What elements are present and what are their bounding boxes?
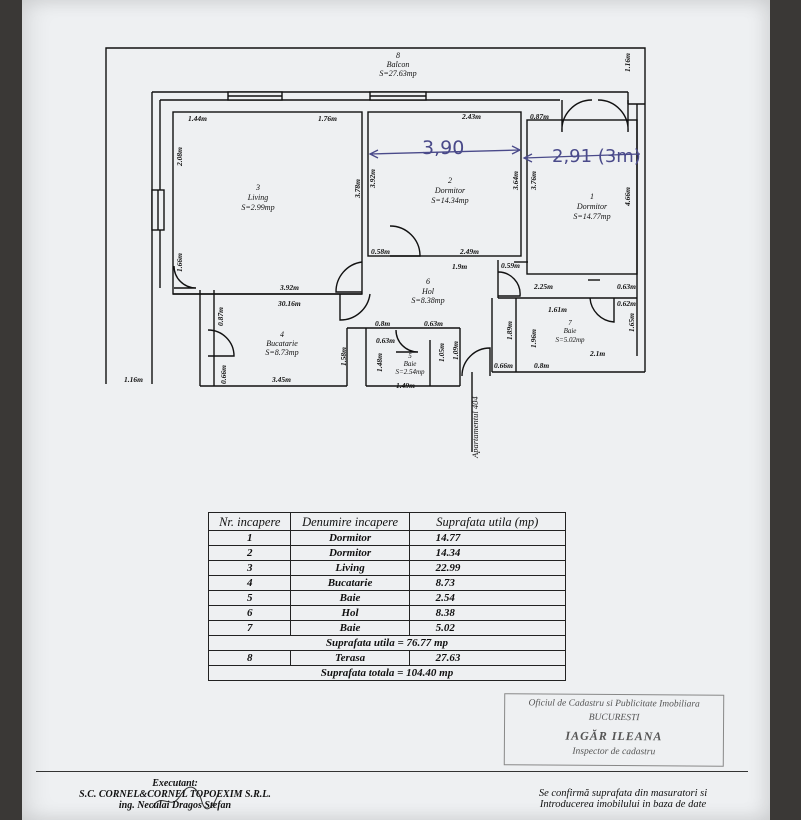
svg-text:1.76m: 1.76m (318, 114, 337, 123)
floor-plan: 3,90 2,91 (3m) 8 Balcon S=27.63mp 3 Livi… (105, 47, 646, 459)
svg-text:3.76m: 3.76m (529, 171, 538, 191)
svg-text:3.64m: 3.64m (511, 171, 520, 191)
header-suprafata: Suprafata utila (mp) (408, 512, 567, 531)
dimension-labels: 1.16m 1.44m 1.76m 2.43m 0.87m 2.08m 3.78… (124, 53, 636, 390)
svg-text:1.48m: 1.48m (375, 353, 384, 372)
svg-text:1.16m: 1.16m (124, 375, 143, 384)
svg-text:0.8m: 0.8m (375, 319, 390, 328)
room-label-bucatarie: 4 Bucatarie S=8.73mp (265, 330, 298, 357)
table-row: 3 Living 22.99 (207, 560, 567, 576)
room-label-baie-7: 7 Baie S=5.02mp (555, 319, 585, 344)
area-table: Nr. incapere Denumire incapere Suprafata… (207, 512, 567, 681)
svg-text:S=14.77mp: S=14.77mp (573, 212, 610, 221)
svg-text:Dormitor: Dormitor (576, 202, 608, 211)
header-nr: Nr. incapere (207, 512, 292, 531)
subtotal-row: Suprafata utila = 76.77 mp (208, 635, 566, 651)
svg-text:1.16m: 1.16m (623, 53, 632, 72)
svg-text:1.58m: 1.58m (339, 347, 348, 366)
svg-text:2.25m: 2.25m (533, 282, 553, 291)
svg-text:1.61m: 1.61m (548, 305, 567, 314)
svg-text:0.63m: 0.63m (617, 282, 636, 291)
svg-text:1.49m: 1.49m (396, 381, 415, 390)
svg-text:3: 3 (255, 183, 260, 192)
svg-text:1.66m: 1.66m (175, 253, 184, 272)
svg-text:1.9m: 1.9m (452, 262, 467, 271)
svg-text:0.63m: 0.63m (424, 319, 443, 328)
svg-text:S=2.54mp: S=2.54mp (395, 368, 425, 376)
table-header-row: Nr. incapere Denumire incapere Suprafata… (207, 512, 567, 531)
svg-text:1.09m: 1.09m (451, 341, 460, 360)
handwritten-dimension-2: 2,91 (3m) (552, 146, 641, 167)
table-row: 4 Bucatarie 8.73 (207, 575, 567, 591)
svg-text:2.43m: 2.43m (461, 112, 481, 121)
svg-text:0.8m: 0.8m (534, 361, 549, 370)
svg-text:1.65m: 1.65m (627, 313, 636, 332)
svg-text:0.62m: 0.62m (617, 299, 636, 308)
svg-text:0.59m: 0.59m (501, 261, 520, 270)
svg-text:2.1m: 2.1m (589, 349, 605, 358)
apartment-label: Apartamentul 404 (470, 396, 480, 459)
executant-block: Executant: S.C. CORNEL&CORNEL TOPOEXIM S… (79, 778, 271, 811)
svg-text:1.44m: 1.44m (188, 114, 207, 123)
table-row: 2 Dormitor 14.34 (207, 545, 567, 561)
svg-text:2.49m: 2.49m (459, 247, 479, 256)
svg-text:3.92m: 3.92m (279, 283, 299, 292)
svg-text:S=27.63mp: S=27.63mp (379, 69, 416, 78)
total-row: Suprafata totala = 104.40 mp (208, 665, 566, 681)
svg-text:1.96m: 1.96m (529, 329, 538, 348)
room-label-living: 3 Living S=2.99mp (241, 183, 274, 212)
table-row: 8 Terasa 27.63 (207, 650, 567, 666)
svg-text:S=2.99mp: S=2.99mp (241, 203, 274, 212)
svg-text:6: 6 (426, 277, 430, 286)
svg-text:0.63m: 0.63m (376, 336, 395, 345)
svg-text:Baie: Baie (404, 360, 417, 368)
footer-divider (36, 771, 748, 772)
svg-text:Bucatarie: Bucatarie (266, 339, 298, 348)
svg-text:5: 5 (408, 352, 412, 360)
table-row: 6 Hol 8.38 (207, 605, 567, 621)
room-label-baie-5: 5 Baie S=2.54mp (395, 352, 425, 376)
svg-text:S=8.73mp: S=8.73mp (265, 348, 298, 357)
handwritten-dimension-1: 3,90 (422, 137, 464, 159)
svg-text:8: 8 (396, 51, 400, 60)
room-label-dormitor-2: 2 Dormitor S=14.34mp (431, 176, 468, 205)
table-row: 5 Baie 2.54 (207, 590, 567, 606)
svg-text:S=8.38mp: S=8.38mp (411, 296, 444, 305)
room-label-hol: 6 Hol S=8.38mp (411, 277, 444, 305)
svg-text:7: 7 (568, 319, 572, 327)
signature (151, 786, 219, 810)
cadastre-stamp: Oficiul de Cadastru si Publicitate Imobi… (503, 693, 725, 767)
svg-text:4: 4 (280, 330, 284, 339)
svg-text:1: 1 (590, 192, 594, 201)
svg-text:S=5.02mp: S=5.02mp (555, 336, 585, 344)
svg-text:3.92m: 3.92m (368, 169, 377, 189)
confirmation-block: Se confirmă suprafata din masuratori si … (538, 788, 708, 810)
header-denumire: Denumire incapere (290, 512, 410, 531)
svg-text:2: 2 (448, 176, 452, 185)
svg-text:Baie: Baie (564, 327, 577, 335)
svg-text:0.87m: 0.87m (530, 112, 549, 121)
svg-text:Dormitor: Dormitor (434, 186, 466, 195)
svg-text:1.05m: 1.05m (437, 343, 446, 362)
svg-text:Balcon: Balcon (387, 60, 410, 69)
table-row: 7 Baie 5.02 (207, 620, 567, 636)
svg-text:Hol: Hol (421, 287, 435, 296)
svg-text:30.16m: 30.16m (277, 299, 301, 308)
svg-text:0.66m: 0.66m (494, 361, 513, 370)
room-label-balcon: 8 Balcon S=27.63mp (379, 51, 416, 78)
svg-text:0.87m: 0.87m (216, 307, 225, 326)
svg-text:0.66m: 0.66m (219, 365, 228, 384)
svg-text:1.89m: 1.89m (505, 321, 514, 340)
room-label-dormitor-1: 1 Dormitor S=14.77mp (573, 192, 610, 221)
svg-text:2.08m: 2.08m (175, 147, 184, 167)
table-row: 1 Dormitor 14.77 (207, 530, 567, 546)
svg-text:3.45m: 3.45m (271, 375, 291, 384)
svg-text:3.78m: 3.78m (353, 179, 362, 199)
svg-text:S=14.34mp: S=14.34mp (431, 196, 468, 205)
svg-text:Living: Living (247, 193, 268, 202)
svg-text:0.58m: 0.58m (371, 247, 390, 256)
svg-text:4.66m: 4.66m (623, 187, 632, 207)
